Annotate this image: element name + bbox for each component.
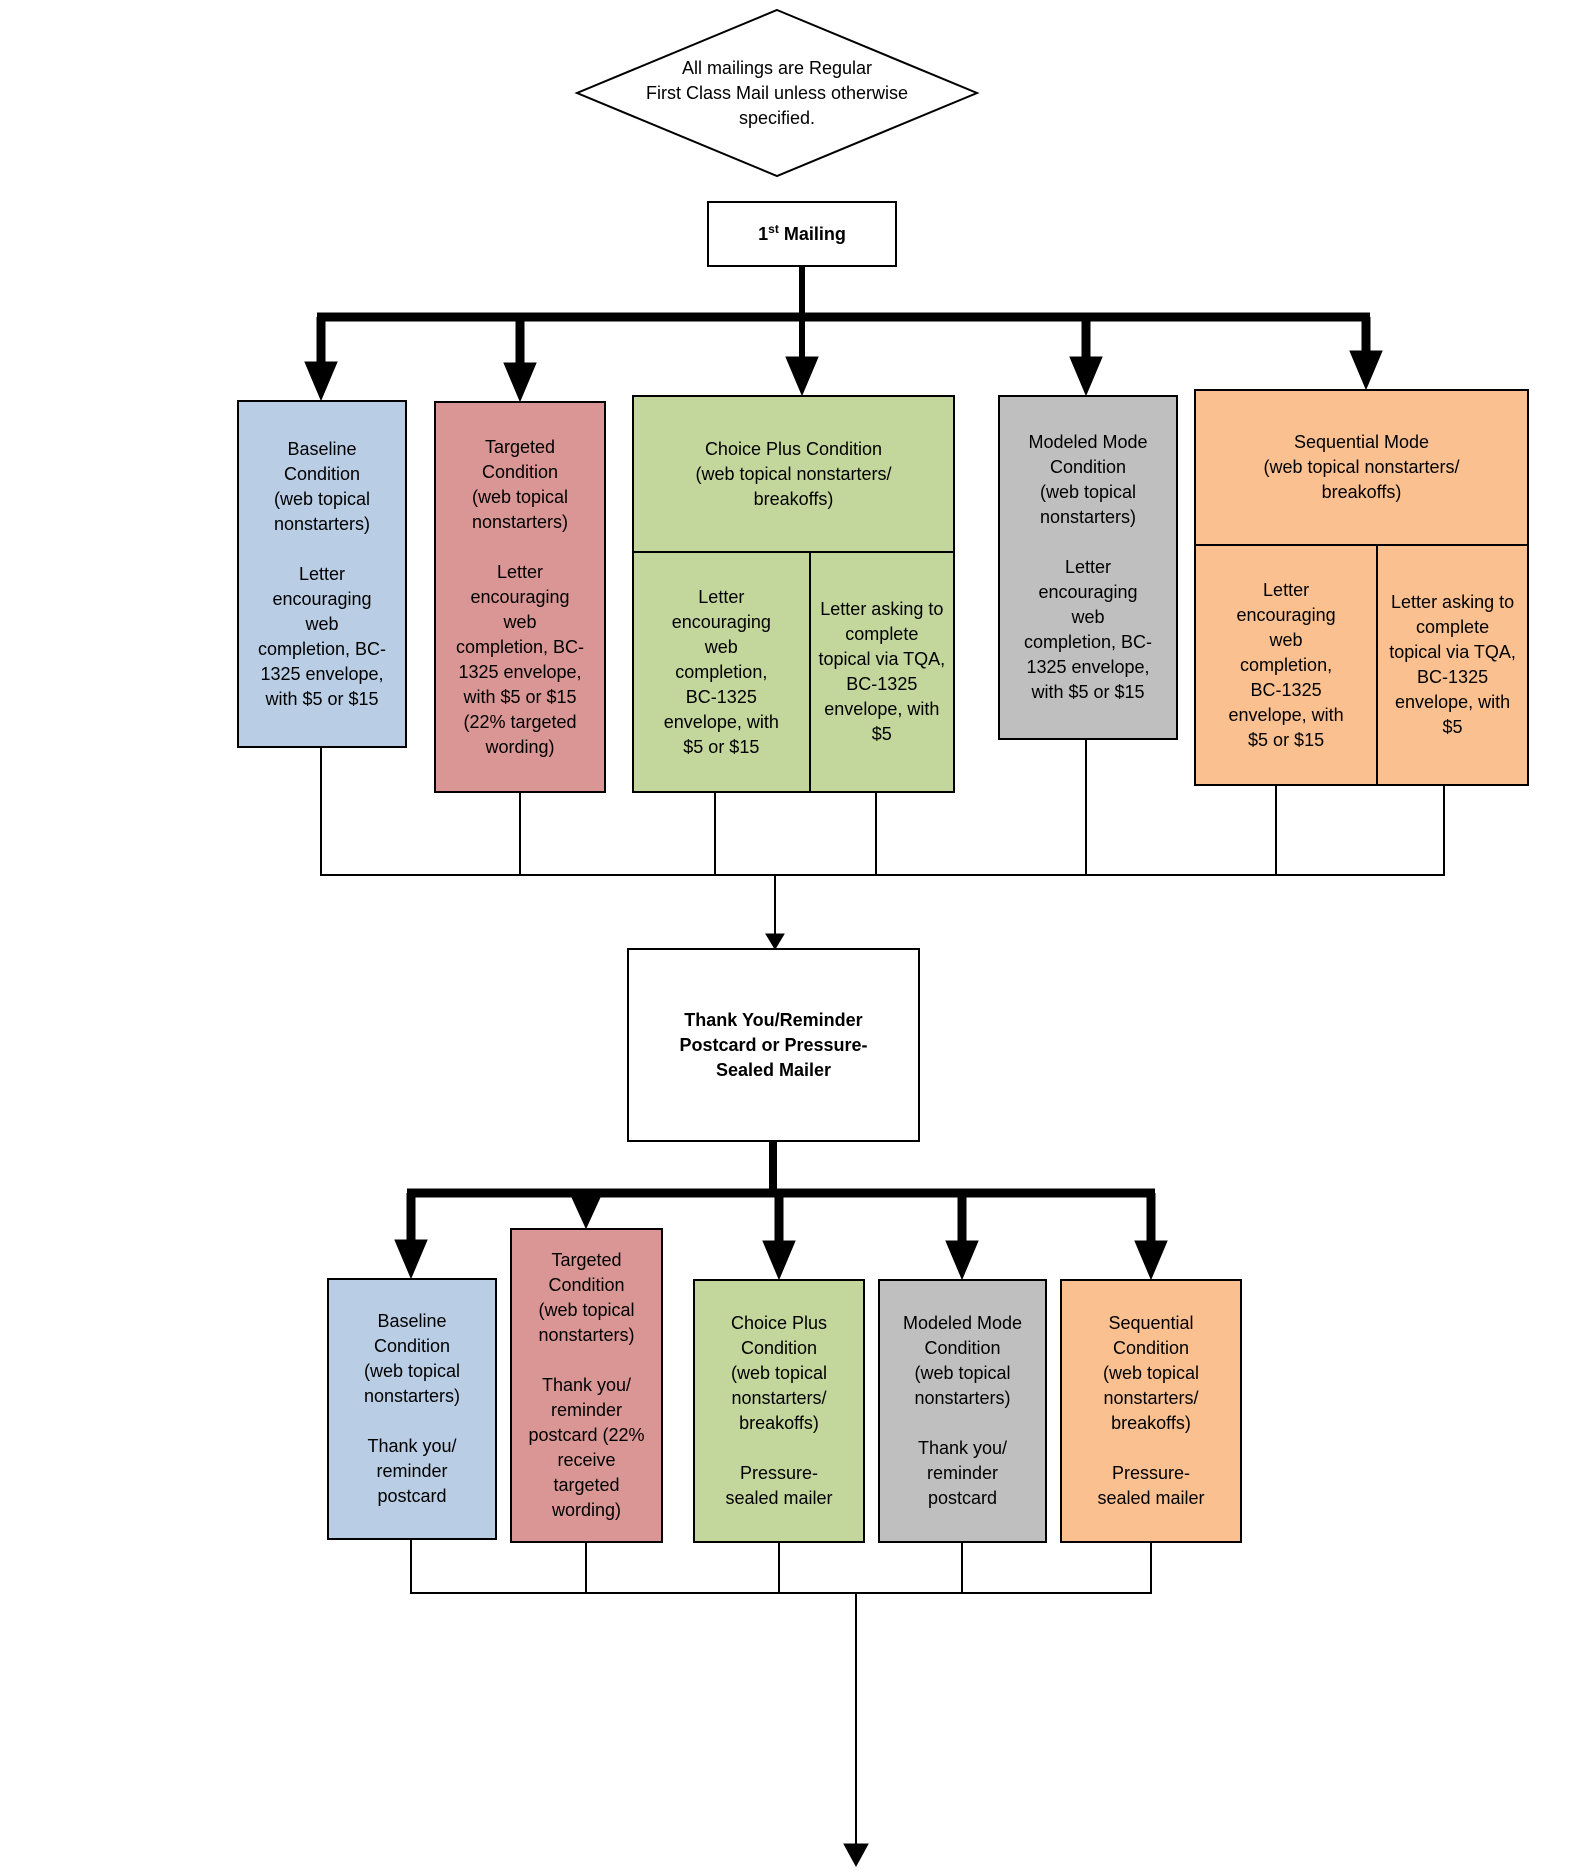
row1-baseline-condition-box: Baseline Condition (web topical nonstart…	[237, 400, 407, 748]
connector-reminder-to-row2	[394, 1142, 1168, 1281]
row1-choice-plus-cell-right: Letter asking to complete topical via TQ…	[808, 553, 953, 791]
row1-sequential-mode-cell-left: Letter encouraging web completion, BC-13…	[1228, 579, 1344, 750]
row1-targeted-condition-box: Targeted Condition (web topical nonstart…	[434, 401, 606, 793]
first-mailing-label: 1st Mailing	[758, 221, 846, 244]
row1-sequential-mode-box: Sequential Mode (web topical nonstarters…	[1194, 389, 1529, 786]
row1-sequential-mode-header: Sequential Mode (web topical nonstarters…	[1196, 391, 1527, 546]
row2-choice-plus-condition-box: Choice Plus Condition (web topical nonst…	[693, 1279, 865, 1543]
row1-modeled-mode-condition-box: Modeled Mode Condition (web topical nons…	[998, 395, 1178, 740]
row1-choice-plus-header: Choice Plus Condition (web topical nonst…	[634, 397, 953, 553]
connector-mailing-to-row1	[304, 267, 1383, 403]
row2-targeted-condition-box: Targeted Condition (web topical nonstart…	[510, 1228, 663, 1543]
connector-row2-to-next	[410, 1540, 1152, 1868]
note-diamond-shape	[574, 8, 980, 178]
row2-sequential-condition-box: Sequential Condition (web topical nonsta…	[1060, 1279, 1242, 1543]
row1-sequential-mode-cell-right: Letter asking to complete topical via TQ…	[1376, 546, 1527, 784]
note-diamond-text: All mailings are Regular First Class Mai…	[645, 57, 909, 128]
row2-modeled-mode-condition-box: Modeled Mode Condition (web topical nons…	[878, 1279, 1047, 1543]
row2-baseline-condition-box: Baseline Condition (web topical nonstart…	[327, 1278, 497, 1540]
reminder-mailer-box: Thank You/Reminder Postcard or Pressure-…	[627, 948, 920, 1142]
row1-choice-plus-condition-box: Choice Plus Condition (web topical nonst…	[632, 395, 955, 793]
first-mailing-box: 1st Mailing	[707, 201, 897, 267]
connector-row1-to-reminder	[320, 740, 1445, 950]
row1-choice-plus-cell-left: Letter encouraging web completion, BC-13…	[663, 586, 779, 757]
